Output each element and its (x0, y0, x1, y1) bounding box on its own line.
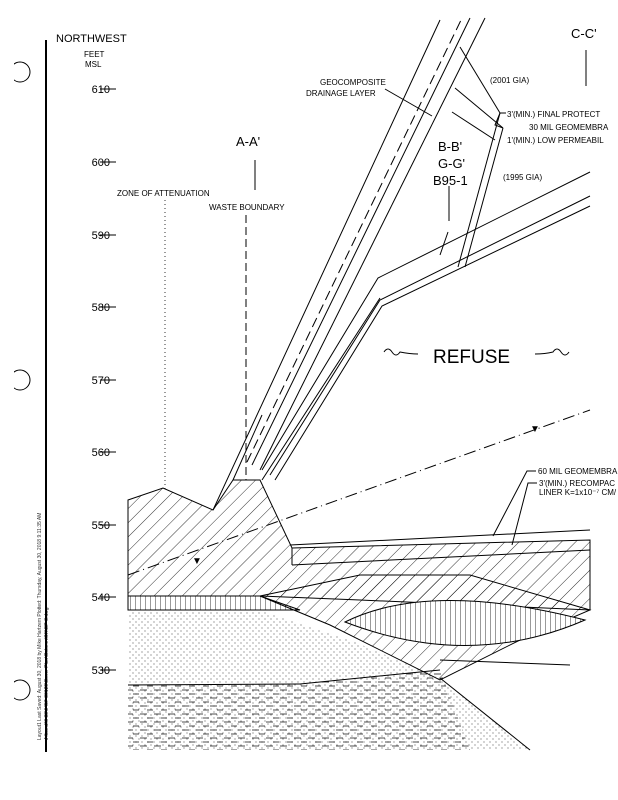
elev-label: 530 (92, 665, 110, 677)
geomembrane-60-label: 60 MIL GEOMEMBRA (538, 467, 618, 476)
water-table-icon: ▼ (192, 556, 202, 567)
final-cover-slope (212, 17, 486, 511)
section-g-label: G-G' (438, 156, 465, 171)
elev-label: 570 (92, 375, 110, 387)
elev-label: 540 (92, 592, 110, 604)
recompacted-liner-label: 3'(MIN.) RECOMPAC (539, 479, 615, 488)
soil-layers (127, 479, 592, 751)
final-protection-label: 3'(MIN.) FINAL PROTECT (507, 110, 600, 119)
low-permeability-label: 1'(MIN.) LOW PERMEABIL (507, 136, 604, 145)
units-feet: FEET (84, 50, 105, 59)
geomembrane-30-label: 30 MIL GEOMEMBRA (529, 123, 609, 132)
plot-info-text: Layout1 Last Saved: August 30, 2018 by M… (37, 513, 43, 740)
gia-2001-label: (2001 GIA) (490, 76, 529, 85)
section-b-label: B-B' (438, 139, 462, 154)
elev-label: 590 (92, 230, 110, 242)
geocomposite-label: GEOCOMPOSITE (320, 78, 386, 87)
gia-1995-label: (1995 GIA) (503, 173, 542, 182)
elev-label: 550 (92, 520, 110, 532)
waste-boundary-label: WASTE BOUNDARY (209, 203, 285, 212)
elev-label: 600 (92, 157, 110, 169)
section-a-label: A-A' (236, 134, 260, 149)
elevation-axis: 610 600 590 580 570 560 550 540 530 (92, 84, 116, 677)
elev-label: 580 (92, 302, 110, 314)
direction-label: NORTHWEST (56, 33, 127, 45)
section-b95-label: B95-1 (433, 173, 468, 188)
drainage-layer-label: DRAINAGE LAYER (306, 89, 376, 98)
elev-label: 610 (92, 84, 110, 96)
grade-1995 (261, 171, 591, 481)
refuse-label: REFUSE (433, 347, 510, 368)
zone-of-attenuation-label: ZONE OF ATTENUATION (117, 189, 210, 198)
recompacted-liner-k-label: LINER K=1x10⁻⁷ CM/ (539, 488, 617, 497)
elev-label: 560 (92, 447, 110, 459)
units-msl: MSL (85, 60, 102, 69)
groundwater-line (127, 409, 591, 576)
water-table-icon: ▼ (530, 424, 540, 435)
section-c-label: C-C' (571, 26, 597, 41)
